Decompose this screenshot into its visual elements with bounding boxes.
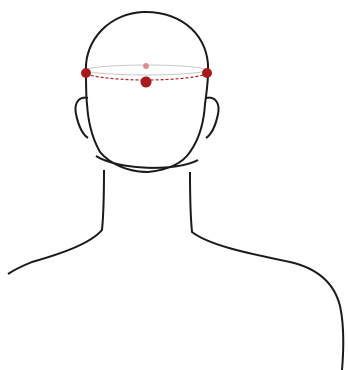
marker-right-preauricular: [202, 68, 212, 78]
left-neck-shoulder: [8, 170, 104, 274]
nape-line: [96, 156, 198, 168]
marker-center-front: [141, 77, 152, 88]
marker-left-preauricular: [81, 68, 91, 78]
head-outline: [86, 12, 208, 172]
right-neck-shoulder: [190, 172, 343, 370]
marker-center-back: [143, 63, 149, 69]
right-ear: [206, 98, 219, 138]
